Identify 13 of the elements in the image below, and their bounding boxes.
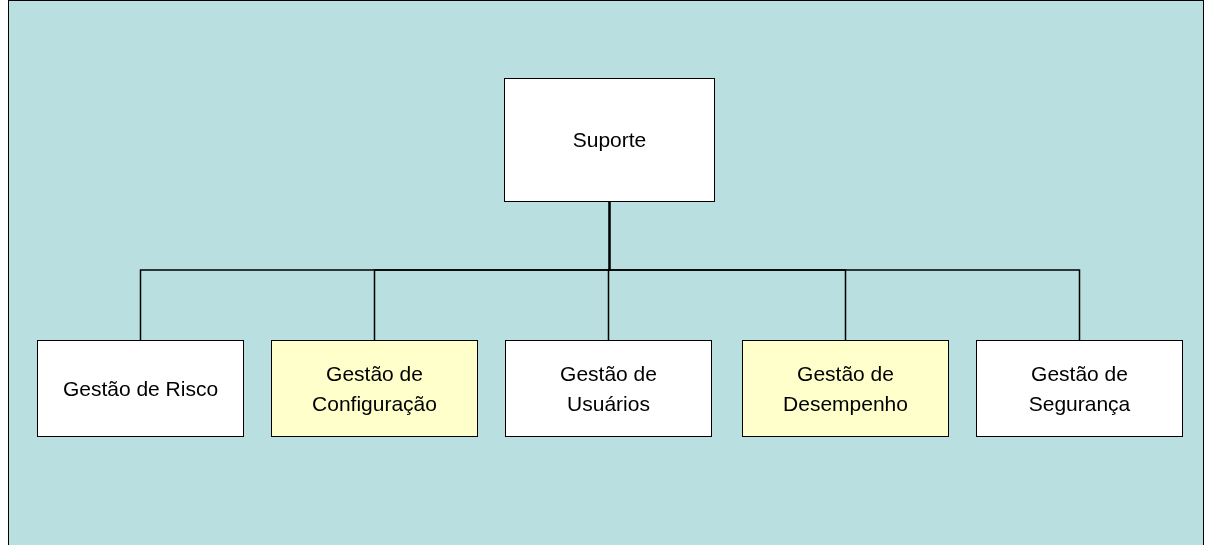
process-box bbox=[37, 340, 244, 437]
node-label: Suporte bbox=[572, 127, 647, 154]
node-label: Gestão de Configuração bbox=[311, 361, 438, 417]
process-box bbox=[976, 340, 1183, 437]
node-label: Gestão de Risco bbox=[62, 375, 219, 402]
node-label: Gestão de Segurança bbox=[1027, 361, 1132, 417]
process-box bbox=[742, 340, 949, 437]
process-box bbox=[271, 340, 478, 437]
process-box bbox=[504, 78, 715, 202]
node-label: Gestão de Desempenho bbox=[782, 361, 909, 417]
node-label: Gestão de Usuários bbox=[559, 361, 658, 417]
process-box bbox=[505, 340, 712, 437]
connector-line bbox=[608, 201, 1081, 341]
